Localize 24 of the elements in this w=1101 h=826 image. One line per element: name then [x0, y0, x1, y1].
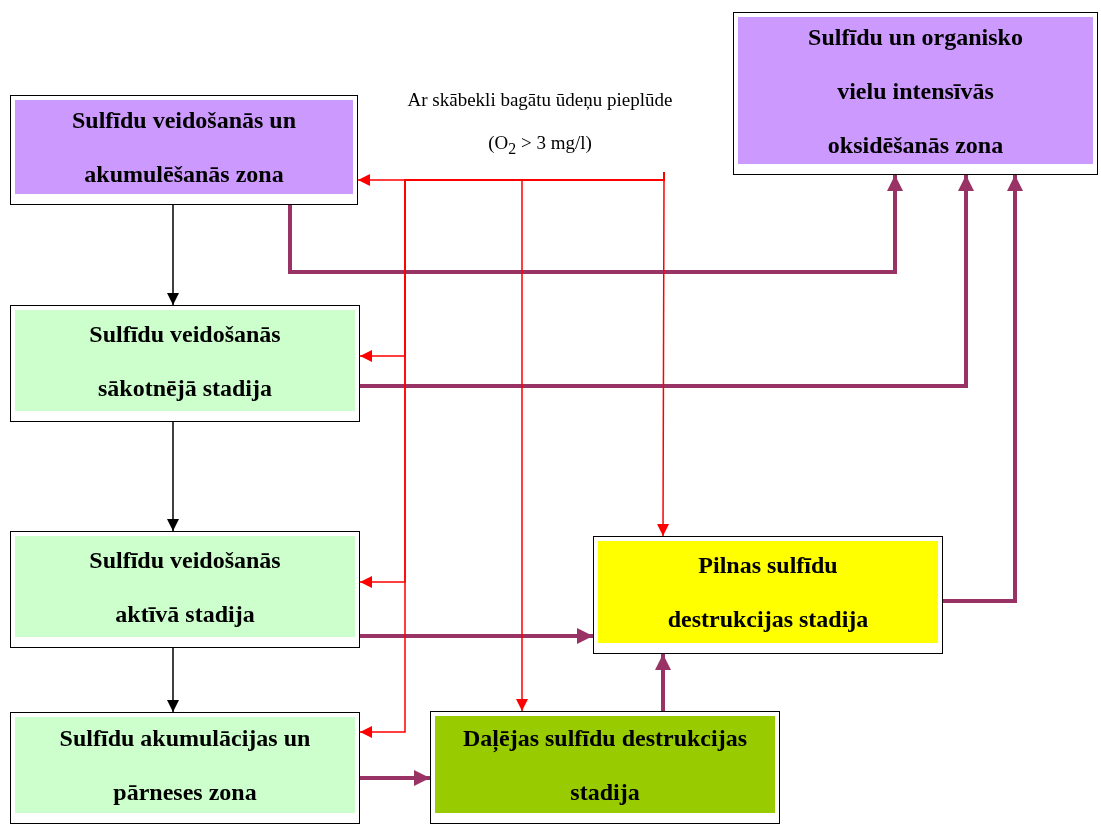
- box-title: Sulfīdu un organisko vielu intensīvās oksidēšanās zona: [807, 22, 1024, 160]
- inflow-label: Ar skābekli bagātu ūdeņu pieplūde (O$_{2}$ > 3 mg/l): [406, 88, 674, 159]
- thick-arrow: [360, 770, 430, 786]
- box-title: Daļējas sulfīdu destrukcijas stadija: [462, 723, 748, 807]
- box-title: Sulfīdu akumulācijas un pārneses zona: [58, 724, 312, 807]
- box-title: Sulfīdu veidošanās sākotnējā stadija: [88, 319, 282, 403]
- box-title: Sulfīdu veidošanās un akumulēšanās zona: [70, 106, 298, 189]
- process-box: [430, 711, 780, 824]
- thick-arrow: [943, 175, 1023, 603]
- arrow: [167, 204, 179, 306]
- process-box: [10, 305, 360, 422]
- box-title: Sulfīdu veidošanās aktīvā stadija: [88, 545, 282, 629]
- process-box: [593, 536, 943, 654]
- arrow: [167, 647, 179, 713]
- thick-arrow: [360, 175, 974, 388]
- process-box: [10, 95, 358, 205]
- arrow: [657, 171, 670, 537]
- thick-arrow: [655, 654, 671, 711]
- thick-arrow: [360, 628, 593, 644]
- arrow: [167, 421, 179, 532]
- process-box: [10, 712, 360, 824]
- process-box: [10, 531, 360, 648]
- box-title: Pilnas sulfīdu destrukcijas stadija: [666, 551, 870, 634]
- thick-arrow: [288, 175, 903, 274]
